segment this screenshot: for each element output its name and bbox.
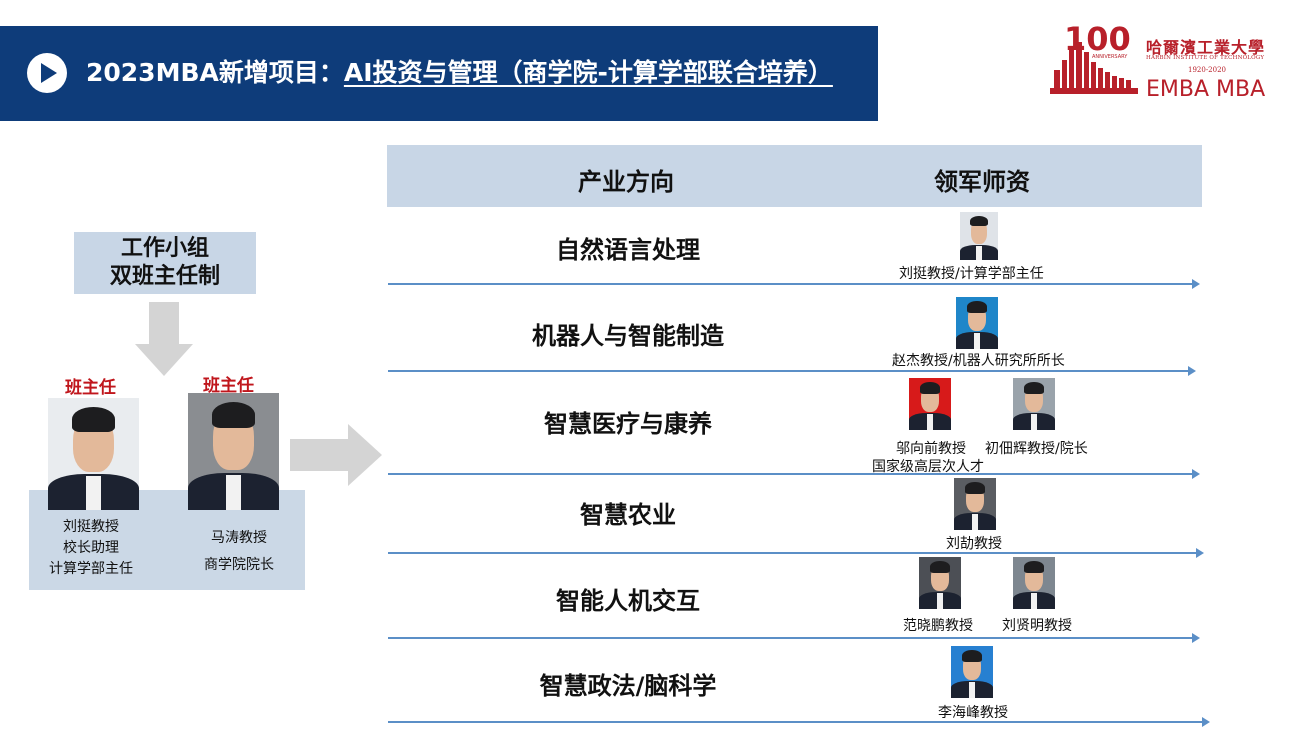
right-arrow-icon [290,424,382,486]
person2-title: 商学院院长 [204,557,274,573]
person1-title: 校长助理 [63,540,119,556]
person1-name: 刘挺教授 [63,519,119,535]
logo-100: 100 [1064,20,1131,58]
logo-anniversary: ANNIVERSARY [1092,54,1128,60]
industry-row-1: 自然语言处理 [556,236,700,264]
header-banner [0,26,878,121]
title-main: AI投资与管理（商学院-计算学部联合培养） [343,58,833,87]
faculty-6: 李海峰教授 [938,705,1008,721]
faculty-5b: 刘贤明教授 [1002,618,1072,634]
faculty-5a: 范晓鹏教授 [903,618,973,634]
person2-name: 马涛教授 [211,530,267,546]
logo-programs: EMBA MBA [1146,77,1266,102]
industry-row-5: 智能人机交互 [556,587,700,615]
person1-dept: 计算学部主任 [49,561,133,577]
photo-faculty-3b [1013,378,1055,430]
director-label-2: 班主任 [203,376,254,396]
row-separator-5 [388,633,1200,643]
building-icon [1050,42,1138,94]
working-group-box: 工作小组 双班主任制 [74,232,256,294]
row-separator-4 [388,548,1204,558]
industry-row-4: 智慧农业 [580,501,676,529]
row-separator-1 [388,279,1200,289]
photo-faculty-1 [960,212,998,260]
page-title: 2023MBA新增项目：AI投资与管理（商学院-计算学部联合培养） [86,56,833,90]
row-separator-2 [388,366,1196,376]
photo-faculty-6 [951,646,993,698]
photo-liu-ting [48,398,139,510]
university-logo: 100 ANNIVERSARY 哈爾濱工業大學 HARBIN INSTITUTE… [1046,20,1281,104]
play-icon [27,53,67,93]
faculty-4: 刘劼教授 [946,536,1002,552]
industry-row-6: 智慧政法/脑科学 [539,672,717,700]
team-line1: 工作小组 [120,236,209,261]
director-label-1: 班主任 [65,378,116,398]
photo-faculty-3a [909,378,951,430]
industry-row-2: 机器人与智能制造 [532,322,724,350]
row-separator-3 [388,469,1200,479]
photo-faculty-5a [919,557,961,609]
table-header [387,145,1202,207]
header-faculty: 领军师资 [934,168,1030,196]
faculty-3a: 邬向前教授 [896,441,966,457]
industry-row-3: 智慧医疗与康养 [544,410,712,438]
faculty-2: 赵杰教授/机器人研究所所长 [892,353,1065,369]
header-industry: 产业方向 [578,168,674,196]
person1-caption: 刘挺教授 校长助理 计算学部主任 [30,517,152,580]
logo-years: 1920-2020 [1188,66,1226,74]
logo-en-name: HARBIN INSTITUTE OF TECHNOLOGY [1146,55,1265,61]
faculty-3b: 初佃辉教授/院长 [985,441,1088,457]
faculty-note: 国家级高层次人才 [872,459,984,475]
person2-caption: 马涛教授 商学院院长 [178,525,300,579]
photo-faculty-4 [954,478,996,530]
photo-faculty-5b [1013,557,1055,609]
down-arrow-icon [135,302,193,376]
team-line2: 双班主任制 [109,264,220,289]
faculty-1: 刘挺教授/计算学部主任 [899,266,1044,282]
logo-cn-name: 哈爾濱工業大學 [1146,38,1266,57]
photo-faculty-2 [956,297,998,349]
photo-ma-tao [188,393,279,510]
row-separator-6 [388,717,1210,727]
title-prefix: 2023MBA新增项目： [86,58,344,87]
